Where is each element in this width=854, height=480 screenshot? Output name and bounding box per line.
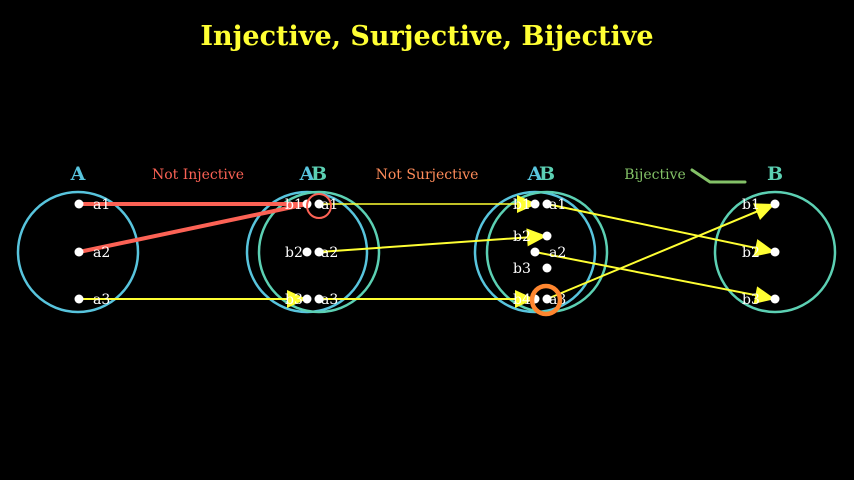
point-right-b3: [770, 294, 780, 304]
set-circle-right-b: [713, 190, 837, 314]
point-panel3-a2: [530, 247, 540, 257]
point-panel3-a1: [542, 199, 552, 209]
set-circle-panel3-b: [485, 190, 609, 314]
set-label-panel3-a: A: [527, 163, 543, 185]
label-panel2-a2: a2: [321, 245, 338, 261]
set-circle-panel2-b: [257, 190, 381, 314]
point-right-b2: [770, 247, 780, 257]
point-panel3-a3: [542, 294, 552, 304]
label-panel3-b1: b1: [513, 197, 531, 213]
point-left-a3: [74, 294, 84, 304]
set-circle-left-a: [16, 190, 140, 314]
page-title: Injective, Surjective, Bijective: [200, 21, 653, 52]
label-panel2-b1: b1: [285, 197, 303, 213]
label-right-b2: b2: [742, 245, 760, 261]
label-panel3-a2: a2: [549, 245, 566, 261]
point-panel2-b3: [302, 294, 312, 304]
label-panel3-b2: b2: [513, 229, 531, 245]
point-panel2-a1: [314, 199, 324, 209]
arrow-not-injective-a2-b1: [77, 202, 309, 254]
set-label-panel3-b: B: [539, 163, 555, 185]
highlight-ring-panel3: [529, 283, 563, 317]
caption-not-injective: Not Injective: [152, 167, 244, 183]
label-panel3-a1: a1: [549, 197, 566, 213]
label-panel2-b2: b2: [285, 245, 303, 261]
arrow-bijective-a1-b2-head: [753, 239, 775, 257]
point-panel2-a3: [314, 294, 324, 304]
arrows-layer: [77, 195, 776, 308]
set-label-panel2-b: B: [311, 163, 327, 185]
label-right-b3: b3: [742, 292, 760, 308]
label-panel3-a3: a3: [549, 292, 566, 308]
point-panel2-b2: [302, 247, 312, 257]
label-left-a2: a2: [93, 245, 110, 261]
label-panel2-b3: b3: [285, 292, 303, 308]
arrow-bijective-a2-b3: [534, 251, 776, 300]
point-panel2-a2: [314, 247, 324, 257]
point-panel3-b1: [530, 199, 540, 209]
set-label-right-b: B: [767, 163, 783, 185]
arrow-not-surjective-a3-b3-head: [515, 290, 535, 308]
point-left-a1: [74, 199, 84, 209]
arrow-bijective-a1-b2: [546, 203, 776, 253]
label-left-a3: a3: [93, 292, 110, 308]
label-panel3-b3: b3: [513, 261, 531, 277]
label-panel2-a1: a1: [321, 197, 338, 213]
caption-bijective: Bijective: [624, 167, 686, 183]
point-left-a2: [74, 247, 84, 257]
label-left-a1: a1: [93, 197, 110, 213]
set-label-panel2-a: A: [299, 163, 315, 185]
caption-not-surjective: Not Surjective: [376, 167, 479, 183]
arrow-bijective-a3-b1: [546, 203, 776, 300]
arrow-bijective-a3-b1-head: [753, 203, 775, 220]
arrow-not-injective-a3-b3-head: [287, 290, 307, 308]
arrow-bijective-a2-b3-head: [753, 286, 775, 304]
arrow-not-surjective-a2-b2: [318, 235, 548, 253]
point-panel3-b3: [542, 263, 552, 273]
point-panel3-b2: [542, 231, 552, 241]
set-label-left-a: A: [70, 163, 86, 185]
connector-panel2-a1-head: [517, 195, 537, 213]
label-panel3-b4: b4: [513, 292, 531, 308]
point-right-b1: [770, 199, 780, 209]
highlight-ring-panel2: [306, 193, 332, 219]
label-panel2-a3: a3: [321, 292, 338, 308]
arrow-not-surjective-a2-b2-head: [526, 228, 547, 247]
bijective-check-mark: [690, 168, 747, 184]
label-right-b1: b1: [742, 197, 760, 213]
